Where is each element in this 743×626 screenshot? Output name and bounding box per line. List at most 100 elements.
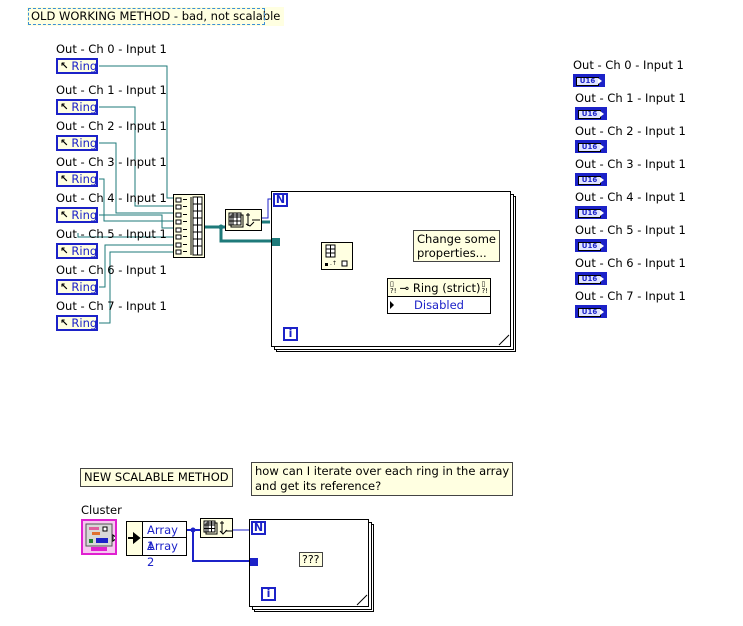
ring-control-ch5[interactable]: ↖Ring (56, 243, 98, 259)
type-badge: U16 (578, 308, 601, 317)
input-arrow-icon (600, 177, 604, 183)
ring-control-ch2[interactable]: ↖Ring (56, 135, 98, 151)
ring-label: Out - Ch 3 - Input 1 (56, 155, 167, 169)
reference-key-icon: ⊸ (399, 280, 410, 295)
type-badge: U16 (578, 209, 601, 218)
index-array-icon: .↑ (325, 244, 348, 267)
property-row-disabled[interactable]: Disabled (388, 297, 490, 313)
reference-arrow-icon: ↖ (60, 101, 69, 113)
ring-control-ch4[interactable]: ↖Ring (56, 207, 98, 223)
for-loop-new[interactable]: N i ??? (249, 519, 369, 607)
page-fold-icon (498, 334, 510, 346)
property-node[interactable]: ▯?! ⊸ Ring (strict) ▯?! Disabled (387, 278, 491, 314)
cluster-control[interactable] (81, 519, 118, 555)
arrow-right-icon (128, 531, 141, 545)
loop-iteration-terminal: i (261, 587, 276, 601)
ring-control-ch1[interactable]: ↖Ring (56, 99, 98, 115)
type-badge: U16 (578, 176, 601, 185)
ring-label: Out - Ch 2 - Input 1 (56, 119, 167, 133)
wire-ch7 (99, 251, 174, 324)
u16-indicator-ch0[interactable]: U16 (573, 74, 605, 87)
reference-arrow-icon: ↖ (60, 173, 69, 185)
u16-indicator-ch1[interactable]: U16 (575, 107, 607, 120)
indicator-label: Out - Ch 0 - Input 1 (573, 58, 684, 72)
input-arrow-icon (600, 210, 604, 216)
indicator-label: Out - Ch 2 - Input 1 (575, 124, 686, 138)
ring-label: Out - Ch 4 - Input 1 (56, 191, 167, 205)
refnum-wires (77, 65, 174, 324)
ring-label: Out - Ch 7 - Input 1 (56, 299, 167, 313)
ring-control-ch7[interactable]: ↖Ring (56, 315, 98, 331)
reference-arrow-icon: ↖ (60, 60, 69, 72)
change-properties-comment[interactable]: Change some properties... (413, 230, 500, 262)
ring-control-ch6[interactable]: ↖Ring (56, 279, 98, 295)
wire-ch2 (99, 142, 174, 214)
cluster-label: Cluster (81, 503, 122, 517)
error-out-icon: ▯?! (481, 279, 488, 295)
auto-index-tunnel[interactable] (250, 558, 258, 566)
input-arrow-icon (600, 243, 604, 249)
old-method-comment-text: OLD WORKING METHOD - bad, not scalable (31, 9, 281, 23)
new-method-comment-text: NEW SCALABLE METHOD (84, 470, 229, 484)
old-method-comment[interactable]: OLD WORKING METHOD - bad, not scalable (27, 7, 285, 26)
wire-ch6 (99, 244, 174, 288)
type-badge: U16 (578, 242, 601, 251)
svg-text:.↑: .↑ (330, 260, 337, 267)
indicator-label: Out - Ch 3 - Input 1 (575, 157, 686, 171)
ring-value: Ring (71, 59, 98, 73)
u16-indicator-ch2[interactable]: U16 (575, 140, 607, 153)
array-size-icon (203, 520, 232, 535)
new-method-comment[interactable]: NEW SCALABLE METHOD (80, 468, 233, 487)
u16-indicator-ch5[interactable]: U16 (575, 239, 607, 252)
indicator-label: Out - Ch 7 - Input 1 (575, 289, 686, 303)
ring-control-ch3[interactable]: ↖Ring (56, 171, 98, 187)
input-arrow-icon (600, 276, 604, 282)
unbundle-item-array1[interactable]: Array 1 (143, 522, 186, 553)
reference-arrow-icon: ↖ (60, 317, 69, 329)
selection-marquee (28, 8, 265, 25)
loop-count-terminal[interactable]: N (251, 521, 266, 535)
build-array-icon (175, 196, 203, 256)
reference-arrow-icon: ↖ (60, 281, 69, 293)
u16-indicator-ch4[interactable]: U16 (575, 206, 607, 219)
ring-value: Ring (71, 136, 98, 150)
ring-label: Out - Ch 0 - Input 1 (56, 42, 167, 56)
u16-indicator-ch3[interactable]: U16 (575, 173, 607, 186)
comment-line: Change some (417, 232, 496, 246)
question-comment[interactable]: how can I iterate over each ring in the … (251, 462, 514, 496)
for-loop-old[interactable]: N i (271, 191, 511, 347)
indicator-label: Out - Ch 5 - Input 1 (575, 223, 686, 237)
ring-value: Ring (71, 100, 98, 114)
wire-ch5 (77, 233, 174, 238)
input-arrow-icon (600, 309, 604, 315)
array-size-node[interactable] (225, 209, 262, 231)
ring-value: Ring (71, 280, 98, 294)
u16-indicator-ch6[interactable]: U16 (575, 272, 607, 285)
index-array-node[interactable]: .↑ (321, 242, 353, 270)
wire-ch3 (99, 178, 174, 222)
reference-arrow-icon: ↖ (60, 245, 69, 257)
comment-line: properties... (417, 246, 487, 260)
unbundle-by-name-node[interactable]: Array 1 Array 2 (142, 521, 187, 569)
u16-indicator-ch7[interactable]: U16 (575, 305, 607, 318)
placeholder-comment[interactable]: ??? (299, 552, 323, 567)
array-size-node-lower[interactable] (200, 518, 233, 538)
property-name: Disabled (414, 298, 464, 312)
wire-junction-lower (190, 527, 196, 533)
loop-iteration-terminal: i (283, 327, 298, 341)
placeholder-text: ??? (302, 553, 320, 566)
class-name: Ring (strict) (412, 280, 481, 295)
ring-label: Out - Ch 5 - Input 1 (56, 227, 167, 241)
ring-label: Out - Ch 6 - Input 1 (56, 263, 167, 277)
build-array-node[interactable] (173, 194, 205, 258)
indicator-label: Out - Ch 4 - Input 1 (575, 190, 686, 204)
auto-index-tunnel[interactable] (272, 238, 280, 246)
ring-control-ch0[interactable]: ↖Ring (56, 58, 98, 74)
property-node-header: ▯?! ⊸ Ring (strict) ▯?! (388, 279, 490, 297)
comment-line: how can I iterate over each ring in the … (255, 464, 510, 478)
indicator-label: Out - Ch 6 - Input 1 (575, 256, 686, 270)
loop-count-terminal[interactable]: N (273, 193, 288, 207)
unbundle-item-array2[interactable]: Array 2 (147, 539, 178, 569)
comment-line: and get its reference? (255, 479, 382, 493)
wire-ch0 (99, 65, 174, 199)
